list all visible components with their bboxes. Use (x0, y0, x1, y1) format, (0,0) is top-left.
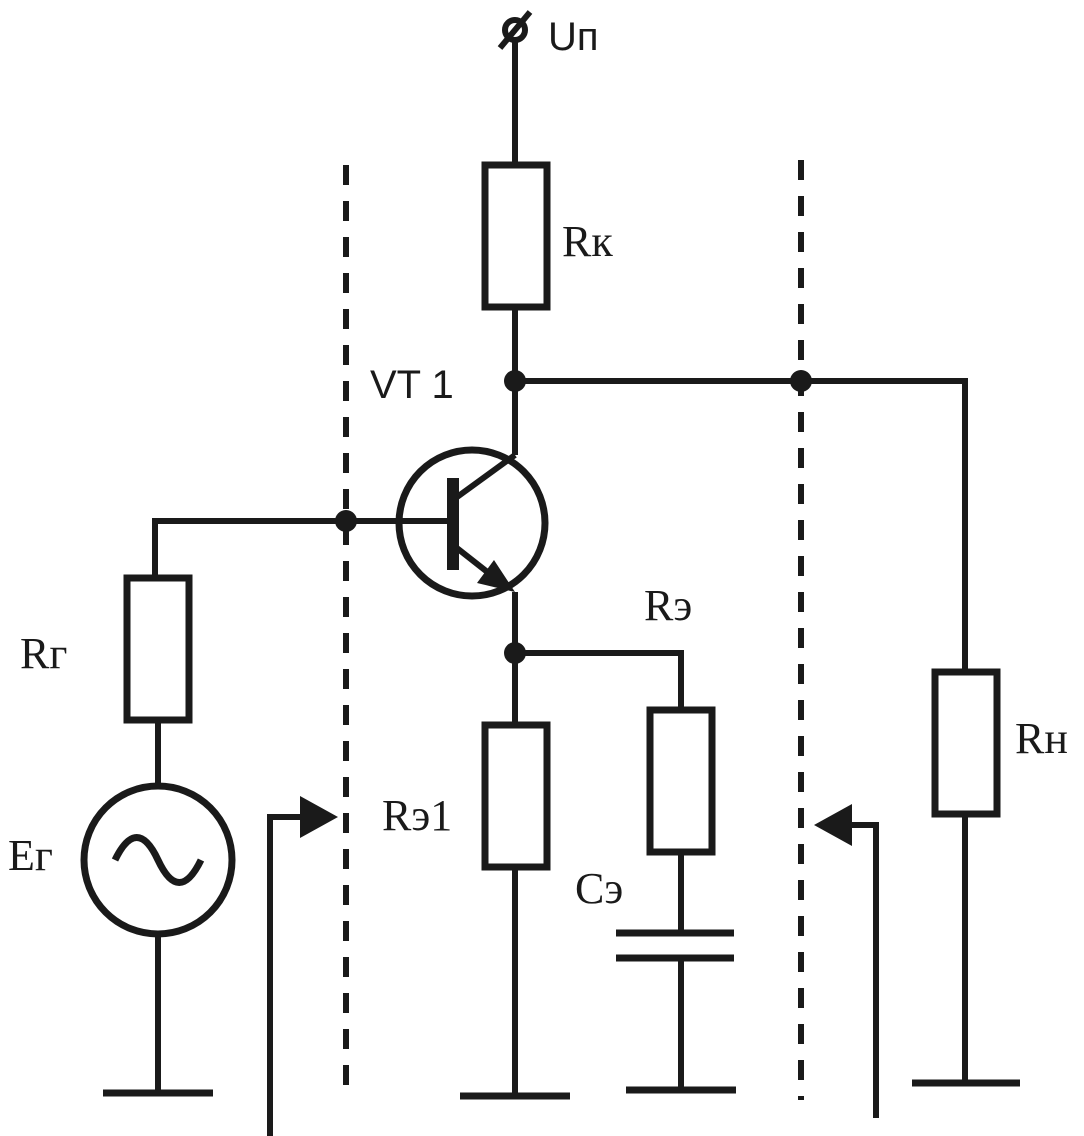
transistor-label: VT 1 (370, 363, 454, 407)
base-node (335, 510, 357, 532)
generator-emf-label: Eг (8, 831, 53, 880)
generator-source (80, 782, 236, 938)
supply-terminal (497, 10, 533, 165)
emitter-capacitor (616, 929, 734, 962)
output-wire (515, 378, 968, 672)
generator-resistor (123, 574, 193, 724)
collector-resistor (481, 161, 551, 311)
emitter-arrow (477, 560, 515, 592)
load-resistor (931, 668, 1001, 818)
emitter-resistor-top-label: Rэ (644, 581, 692, 630)
emitter-resistor-1 (481, 721, 551, 871)
collector-node (504, 370, 526, 392)
collector-resistor-label: Rк (562, 217, 613, 266)
emitter-resistor-1-label: Rэ1 (382, 791, 452, 840)
emitter-capacitor-label: Cэ (575, 864, 623, 913)
output-arrow-icon (814, 804, 879, 1118)
emitter-resistor (646, 706, 716, 856)
generator-resistor-label: Rг (20, 629, 67, 678)
base-wire (152, 518, 400, 578)
input-arrow-icon (267, 796, 338, 1136)
load-resistor-label: Rн (1015, 714, 1068, 763)
sine-wave-icon (111, 834, 205, 886)
supply-label: Uп (548, 15, 599, 59)
